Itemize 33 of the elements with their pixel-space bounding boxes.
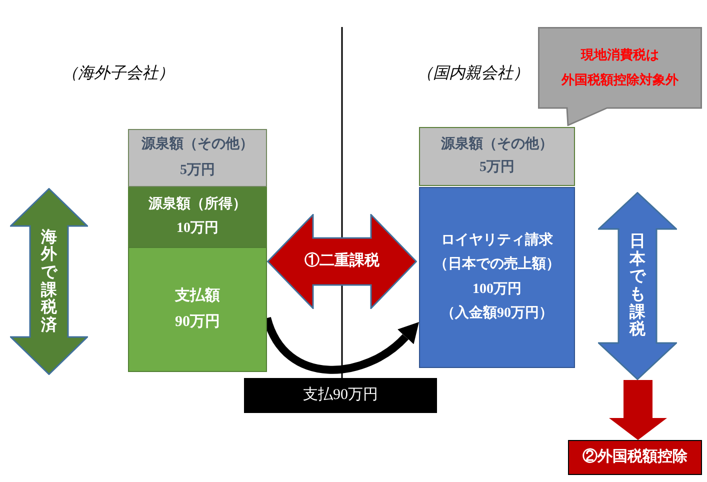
callout-text: 外国税額控除対象外 [562,72,678,88]
arrow-label: 海外で課税済 [41,228,57,334]
arrow-label: 日本でも課税 [630,233,646,339]
block-heading: 支払額 [175,287,220,306]
amount-note: （入金額90万円） [441,304,553,323]
down-arrow [609,380,667,440]
amount-text: 10万円 [176,220,218,238]
section-label: （海外子会社） [62,64,174,84]
amount-text: 90万円 [175,312,220,332]
arrow-label: ①二重課税 [304,251,380,272]
callout-bubble [538,27,702,126]
amount-block [128,187,267,247]
result-text: ②外国税額控除 [582,448,688,467]
payment-band [244,378,437,413]
result-box [568,440,702,475]
block-heading: 源泉額（所得） [148,196,246,214]
up-down-arrow [10,188,88,375]
block-heading: ロイヤリティ請求 [441,232,553,250]
block-heading: 源泉額（その他） [142,136,254,154]
amount-text: 100万円 [472,280,522,298]
callout-text: 現地消費税は [581,46,659,64]
payment-block [128,247,267,372]
block-subheading: （日本での売上額） [434,256,560,274]
up-down-arrow [598,192,677,380]
amount-block [128,129,267,187]
payment-text: 支払90万円 [303,386,378,405]
amount-block [419,127,575,186]
block-heading: 源泉額（その他） [441,136,553,154]
amount-text: 5万円 [180,162,215,180]
left-right-arrow [267,214,417,309]
section-label: （国内親会社） [417,64,529,84]
royalty-block [419,187,575,368]
amount-text: 5万円 [480,159,514,177]
